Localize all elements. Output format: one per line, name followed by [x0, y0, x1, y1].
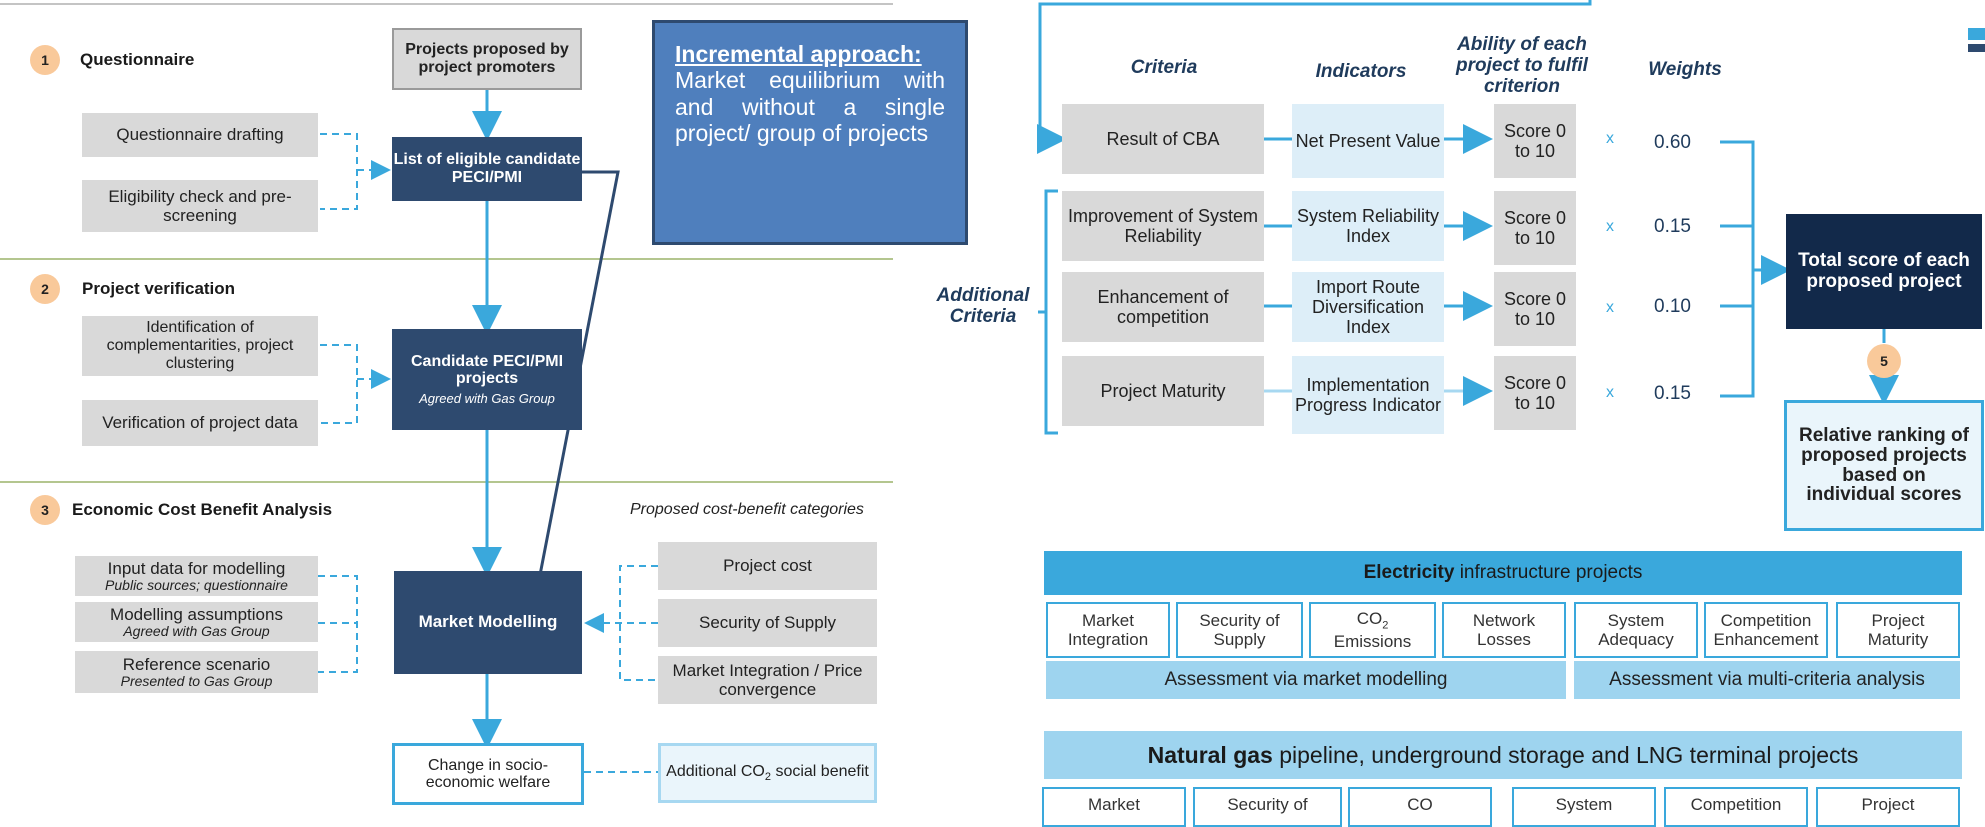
- step-3-badge: 3: [30, 495, 60, 525]
- modelling-assumptions-box: Modelling assumptions Agreed with Gas Gr…: [75, 602, 318, 642]
- step-2-badge: 2: [30, 274, 60, 304]
- criterion-project-maturity: Project Maturity: [1062, 356, 1264, 426]
- criterion-result-of-cba: Result of CBA: [1062, 104, 1264, 174]
- band-multi-criteria: Assessment via multi-criteria analysis: [1574, 661, 1960, 699]
- category-market-integration: Market Integration / Price convergence: [658, 656, 877, 704]
- relative-ranking-box: Relative ranking of proposed projects ba…: [1784, 400, 1984, 531]
- gas-cell-project: Project: [1816, 787, 1960, 827]
- weight-row-4: 0.15: [1654, 383, 1691, 404]
- step-5-badge: 5: [1867, 344, 1901, 378]
- times-row-1: x: [1606, 130, 1614, 147]
- candidate-projects-sub: Agreed with Gas Group: [419, 390, 555, 406]
- gas-cell-system: System: [1512, 787, 1656, 827]
- score-row-1: Score 0 to 10: [1494, 104, 1576, 178]
- modelling-assumptions-main: Modelling assumptions: [110, 604, 283, 624]
- indicator-import-route: Import Route Diversification Index: [1292, 272, 1444, 342]
- additional-criteria-label: Additional Criteria: [936, 285, 1030, 327]
- section-title-project-verification: Project verification: [82, 279, 236, 298]
- eligible-candidate-label: List of eligible candidate PECI/PMI: [393, 151, 581, 186]
- gas-cell-security-of: Security of: [1193, 787, 1342, 827]
- header-weights: Weights: [1648, 59, 1722, 80]
- weight-row-1: 0.60: [1654, 132, 1691, 153]
- step-1-badge: 1: [30, 45, 60, 75]
- reference-scenario-sub: Presented to Gas Group: [120, 672, 273, 689]
- score-row-4: Score 0 to 10: [1494, 356, 1576, 430]
- callout-body: Market equilibrium with and without a si…: [675, 67, 945, 147]
- co2-benefit-label: Additional CO2 social benefit: [666, 762, 869, 784]
- complementarities-box: Identification of complementarities, pro…: [82, 316, 318, 376]
- callout-title: Incremental approach:: [675, 41, 922, 67]
- score-row-3: Score 0 to 10: [1494, 272, 1576, 346]
- candidate-projects-title: Candidate PECI/PMI projects: [410, 352, 564, 388]
- input-data-sub: Public sources; questionnaire: [105, 576, 288, 593]
- welfare-box: Change in socio-economic welfare: [392, 743, 584, 805]
- incremental-approach-callout: Incremental approach: Market equilibrium…: [652, 20, 968, 245]
- projects-proposed-box: Projects proposed by project promoters: [392, 28, 582, 90]
- criterion-system-reliability: Improvement of System Reliability: [1062, 191, 1264, 261]
- eligible-candidate-box: List of eligible candidate PECI/PMI: [392, 137, 582, 201]
- total-score-box: Total score of each proposed project: [1786, 214, 1982, 329]
- electricity-header: Electricity infrastructure projects: [1044, 551, 1962, 595]
- reference-scenario-box: Reference scenario Presented to Gas Grou…: [75, 651, 318, 693]
- times-row-3: x: [1606, 299, 1614, 316]
- gas-title-rest: pipeline, underground storage and LNG te…: [1272, 741, 1859, 768]
- candidate-projects-box: Candidate PECI/PMI projects Agreed with …: [392, 329, 582, 430]
- header-indicators: Indicators: [1315, 61, 1407, 82]
- weight-row-2: 0.15: [1654, 216, 1691, 237]
- gas-title-bold: Natural gas: [1147, 741, 1273, 768]
- verification-data-box: Verification of project data: [82, 400, 318, 446]
- gas-cell-market: Market: [1042, 787, 1186, 827]
- input-data-box: Input data for modelling Public sources;…: [75, 556, 318, 596]
- gas-cell-co2: CO: [1348, 787, 1492, 827]
- reference-scenario-main: Reference scenario: [122, 654, 271, 674]
- criterion-competition: Enhancement of competition: [1062, 272, 1264, 342]
- co2-benefit-box: Additional CO2 social benefit: [658, 743, 877, 803]
- section-title-economic-cba: Economic Cost Benefit Analysis: [72, 500, 333, 519]
- market-modelling-label: Market Modelling: [418, 612, 558, 632]
- eligibility-check-box: Eligibility check and pre-screening: [82, 180, 318, 232]
- gas-header: Natural gas pipeline, underground storag…: [1044, 731, 1962, 779]
- header-ability: Ability of each project to fulfil criter…: [1456, 34, 1588, 97]
- section-title-questionnaire: Questionnaire: [80, 50, 195, 69]
- modelling-assumptions-sub: Agreed with Gas Group: [123, 622, 270, 639]
- questionnaire-drafting-box: Questionnaire drafting: [82, 113, 318, 157]
- category-project-cost: Project cost: [658, 542, 877, 590]
- band-market-modelling: Assessment via market modelling: [1046, 661, 1566, 699]
- weight-row-3: 0.10: [1654, 296, 1691, 317]
- times-row-2: x: [1606, 218, 1614, 235]
- input-data-main: Input data for modelling: [107, 558, 286, 578]
- header-criteria: Criteria: [1130, 57, 1198, 78]
- times-row-4: x: [1606, 384, 1614, 401]
- indicator-implementation-progress: Implementation Progress Indicator: [1292, 356, 1444, 434]
- electricity-title-bold: Electricity: [1363, 562, 1455, 583]
- indicator-npv: Net Present Value: [1292, 104, 1444, 178]
- gas-cell-competition: Competition: [1664, 787, 1808, 827]
- electricity-title-rest: infrastructure projects: [1454, 562, 1643, 583]
- categories-label: Proposed cost-benefit categories: [630, 501, 864, 518]
- market-modelling-box: Market Modelling: [394, 571, 582, 674]
- score-row-2: Score 0 to 10: [1494, 191, 1576, 265]
- category-security-of-supply: Security of Supply: [658, 599, 877, 647]
- indicator-reliability-index: System Reliability Index: [1292, 191, 1444, 261]
